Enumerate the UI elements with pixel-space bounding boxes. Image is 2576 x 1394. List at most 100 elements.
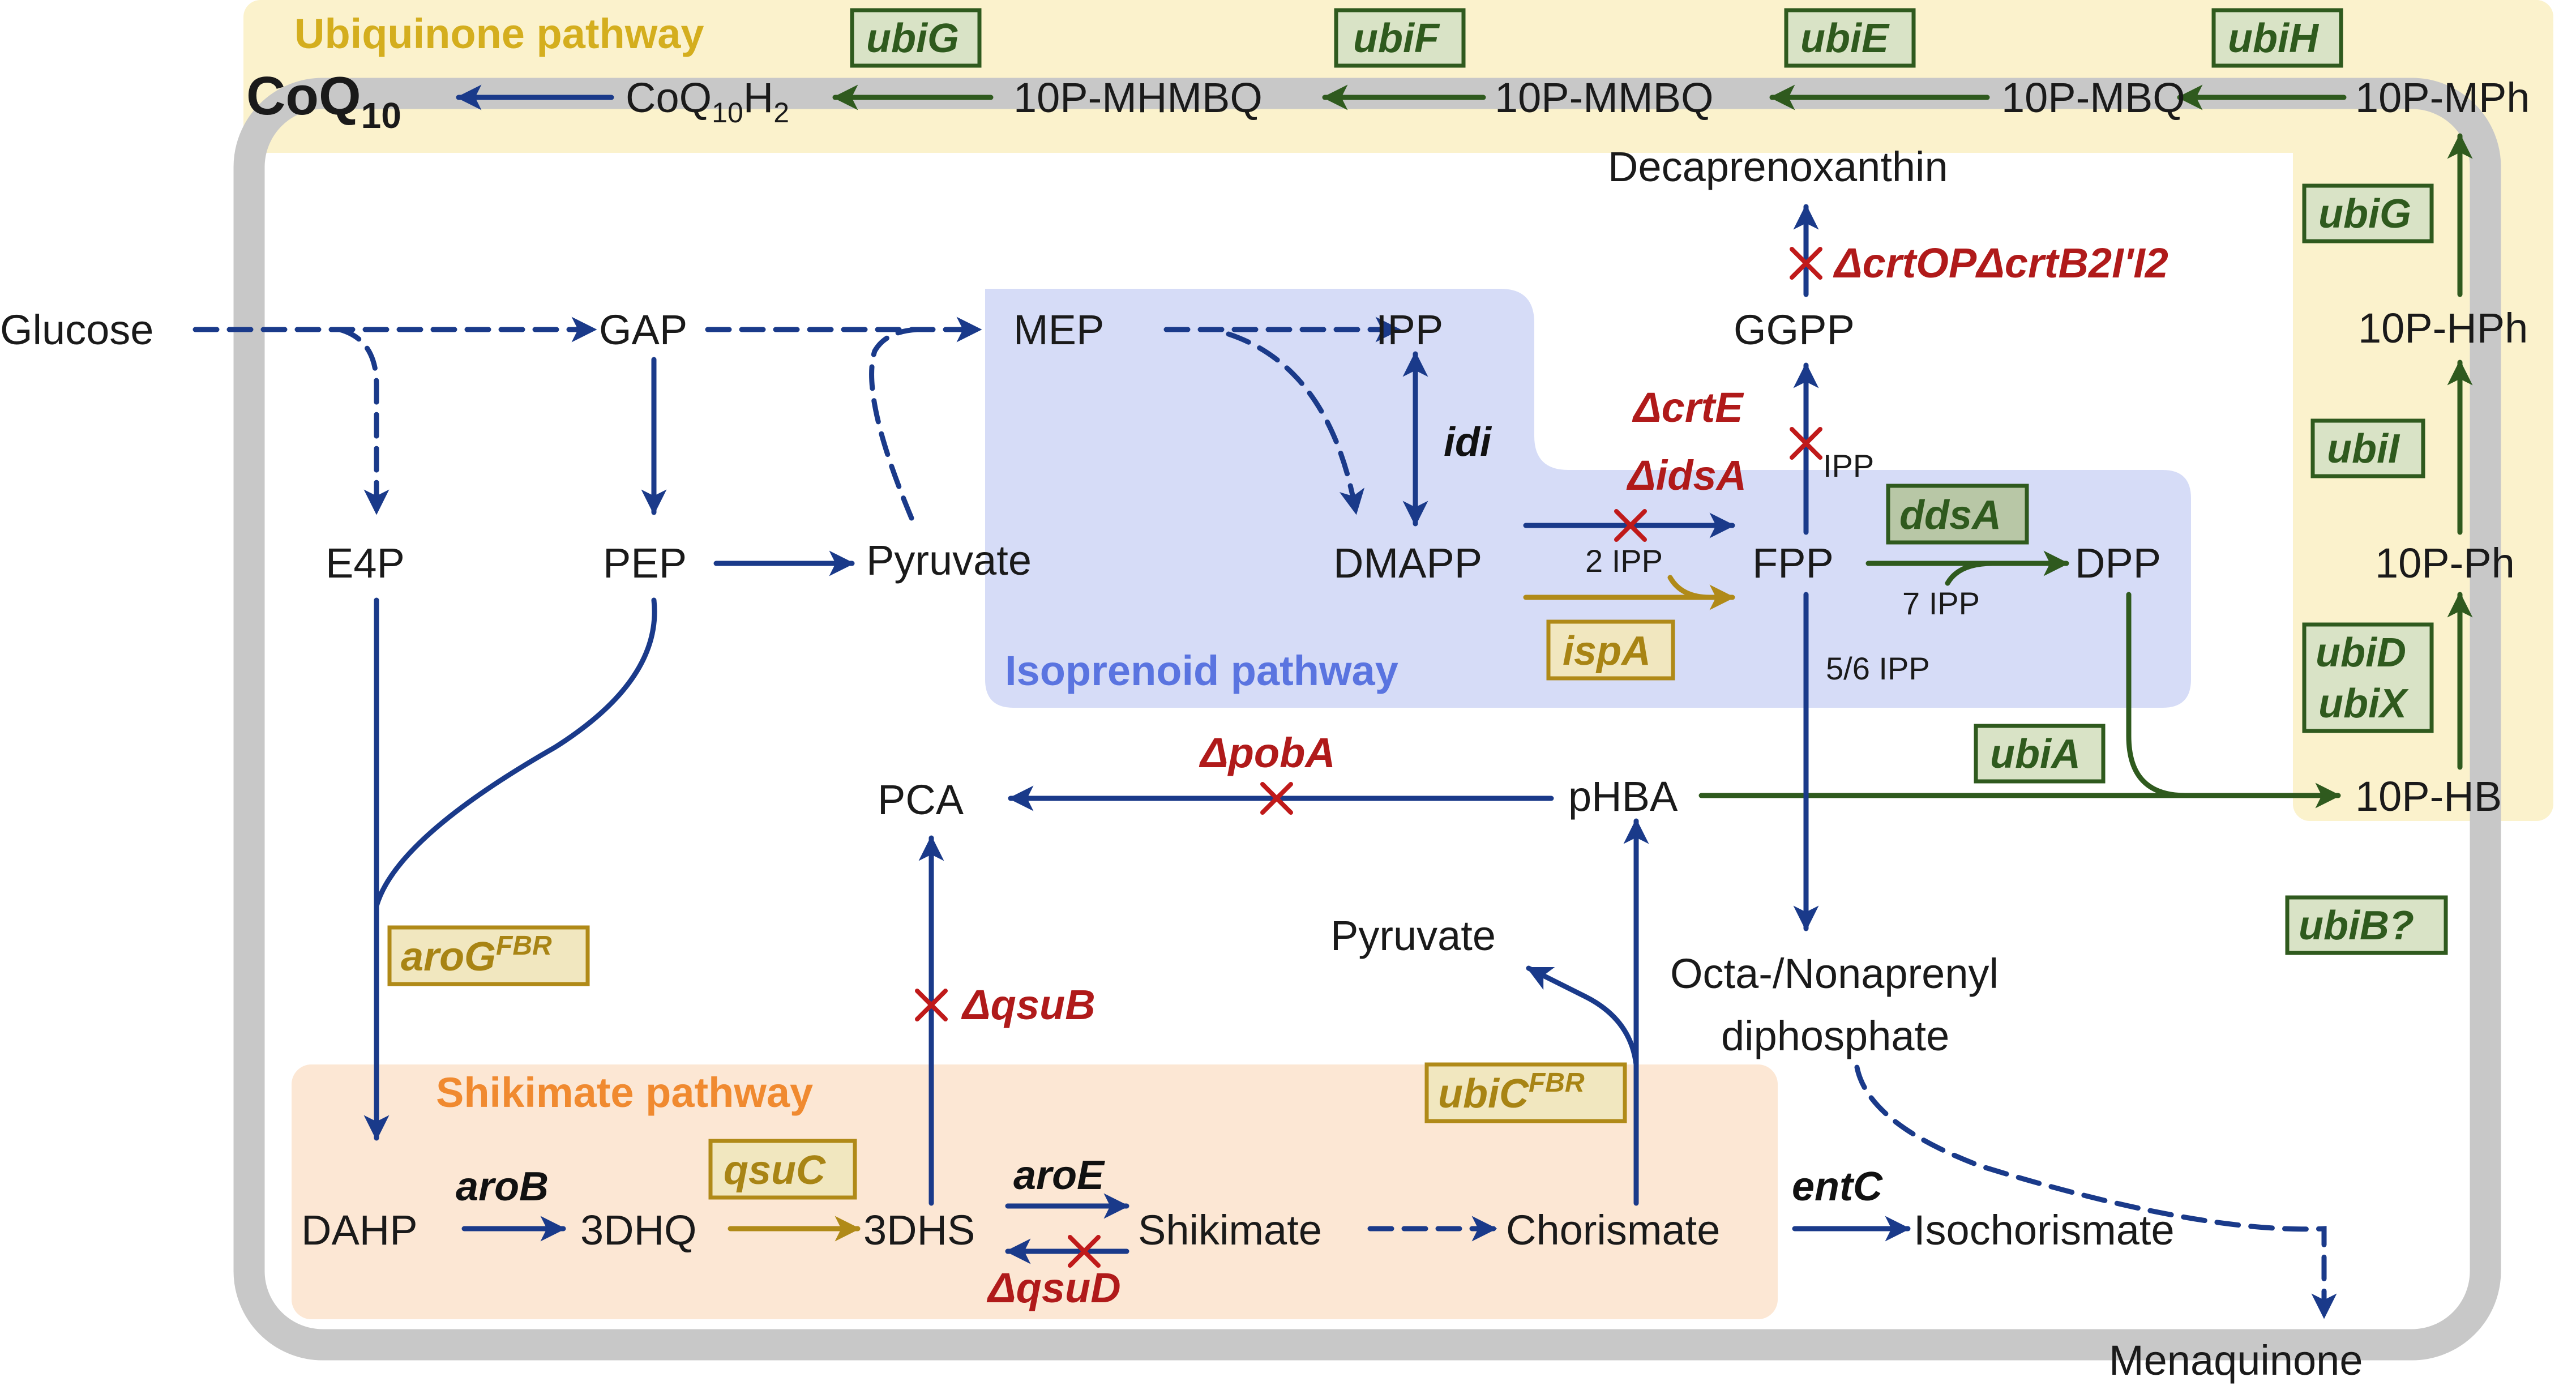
coq10h2-base: CoQ: [626, 74, 712, 121]
metabolite-e4p: E4P: [326, 540, 405, 587]
metabolite-decaprenoxanthin: Decaprenoxanthin: [1608, 143, 1948, 190]
metabolite-coq10: CoQ10: [246, 66, 401, 136]
shikimate-region-title: Shikimate pathway: [436, 1069, 813, 1116]
label-ipp-ggpp: IPP: [1823, 448, 1874, 484]
metabolite-mph: 10P-MPh: [2355, 74, 2530, 121]
box-ubig-top: [850, 8, 982, 68]
gene-ddsa: ddsA: [1899, 493, 2001, 538]
ubiquinone-region-title: Ubiquinone pathway: [294, 10, 704, 57]
arrow-glucose-e4p: [337, 327, 390, 515]
cross-idsa: [1614, 509, 1647, 542]
box-ubia: [1974, 724, 2106, 784]
metabolite-mbq: 10P-MBQ: [2001, 74, 2185, 121]
metabolite-shikimate: Shikimate: [1138, 1207, 1322, 1254]
arrow-mep-dmapp: [1226, 331, 1365, 515]
deletion-qsub: ΔqsuB: [961, 981, 1096, 1028]
metabolite-phba: pHBA: [1568, 773, 1678, 820]
metabolite-ipp: IPP: [1376, 306, 1443, 353]
box-ubif: [1334, 8, 1466, 68]
deletion-idsa: ΔidsA: [1626, 452, 1747, 499]
metabolite-hb: 10P-HB: [2355, 773, 2502, 820]
metabolite-pyruvate-bottom: Pyruvate: [1330, 912, 1496, 959]
coq10h2-sub: 10: [712, 97, 743, 129]
gene-arog: aroGFBR: [401, 931, 552, 980]
box-qsuc: [708, 1139, 857, 1200]
arrows: [192, 84, 2473, 1319]
arrow-octa-menaquinone: [1854, 1064, 2337, 1319]
deletion-crte: ΔcrtE: [1632, 384, 1744, 431]
arrow-dpp-hb: [2126, 592, 2188, 798]
coq10-base: CoQ: [246, 66, 361, 126]
gene-ubic: ubiCFBR: [1438, 1068, 1585, 1117]
box-ubii: [2310, 418, 2425, 478]
gene-qsuc: qsuC: [724, 1148, 826, 1193]
metabolite-octa-line2: diphosphate: [1721, 1012, 1949, 1059]
arrow-chorismate-pyruvate: [1526, 965, 1639, 1067]
metabolite-3dhs: 3DHS: [863, 1207, 975, 1254]
metabolite-chorismate: Chorismate: [1506, 1207, 1720, 1254]
metabolite-mmbq: 10P-MMBQ: [1495, 74, 1714, 121]
gene-ubif: ubiF: [1353, 16, 1440, 61]
metabolite-pyruvate-top: Pyruvate: [866, 537, 1032, 584]
metabolite-octa-line1: Octa-/Nonaprenyl: [1670, 950, 1999, 997]
gene-idi: idi: [1444, 420, 1492, 465]
metabolite-ggpp: GGPP: [1734, 306, 1855, 353]
box-ubic: [1424, 1062, 1627, 1123]
gene-ubig-side: ubiG: [2318, 191, 2411, 237]
isoprenoid-region-title: Isoprenoid pathway: [1005, 647, 1398, 694]
metabolite-ph: 10P-Ph: [2375, 540, 2515, 587]
metabolite-pca: PCA: [878, 776, 964, 823]
coq10-sub: 10: [361, 95, 401, 136]
deletion-marks: [915, 247, 1822, 1268]
cross-poba: [1260, 782, 1293, 815]
cross-crte: [1790, 427, 1822, 460]
box-ubih: [2211, 8, 2343, 68]
gene-ispa: ispA: [1563, 628, 1651, 674]
arrow-ipp7-join: [1945, 561, 1996, 586]
ubic-base: ubiC: [1438, 1071, 1529, 1117]
gene-ubii: ubiI: [2327, 426, 2400, 472]
metabolite-gap: GAP: [599, 306, 687, 353]
ubiquinone-region-top: [243, 0, 2553, 153]
label-2ipp: 2 IPP: [1585, 543, 1663, 579]
box-ubib: [2285, 895, 2448, 955]
metabolite-pep: PEP: [603, 540, 687, 587]
metabolite-hph: 10P-HPh: [2358, 305, 2528, 352]
cross-crtop: [1790, 247, 1822, 280]
cross-qsud: [1068, 1235, 1101, 1268]
ubic-sup: FBR: [1529, 1068, 1585, 1098]
gene-ubix: ubiX: [2318, 681, 2409, 726]
arog-base: aroG: [401, 934, 496, 980]
deletion-crtop: ΔcrtOPΔcrtB2I'I2: [1833, 240, 2168, 287]
gene-ubig-top: ubiG: [866, 16, 959, 61]
box-arog: [387, 925, 590, 986]
gene-arob: aroB: [456, 1164, 549, 1209]
arrow-pep-dahp: [374, 597, 657, 909]
metabolite-dpp: DPP: [2075, 540, 2161, 587]
arog-sup: FBR: [496, 931, 552, 961]
arrow-pyruvate-mep: [869, 327, 920, 521]
arrow-ipp2-join: [1667, 575, 1713, 600]
metabolite-mep: MEP: [1013, 306, 1104, 353]
deletion-poba: ΔpobA: [1199, 729, 1336, 776]
metabolite-coq10h2: CoQ10H2: [626, 74, 789, 129]
gene-entc: entC: [1792, 1164, 1883, 1209]
cross-qsub: [915, 989, 948, 1021]
cell-wall: [233, 78, 2501, 1361]
metabolite-3dhq: 3DHQ: [580, 1207, 697, 1254]
label-56ipp: 5/6 IPP: [1826, 651, 1930, 686]
isoprenoid-region: [985, 289, 2191, 708]
metabolite-dahp: DAHP: [301, 1207, 418, 1254]
gene-aroe: aroE: [1013, 1153, 1105, 1198]
metabolite-isochorismate: Isochorismate: [1914, 1207, 2175, 1254]
metabolite-dmapp: DMAPP: [1333, 540, 1482, 587]
box-ddsa: [1886, 484, 2029, 545]
shikimate-region: [292, 1064, 1778, 1319]
metabolite-fpp: FPP: [1752, 540, 1834, 587]
gene-ubid: ubiD: [2316, 630, 2406, 675]
metabolite-menaquinone: Menaquinone: [2109, 1337, 2363, 1384]
metabolite-mhmbq: 10P-MHMBQ: [1013, 74, 1263, 121]
coq10h2-tail: H: [743, 74, 773, 121]
